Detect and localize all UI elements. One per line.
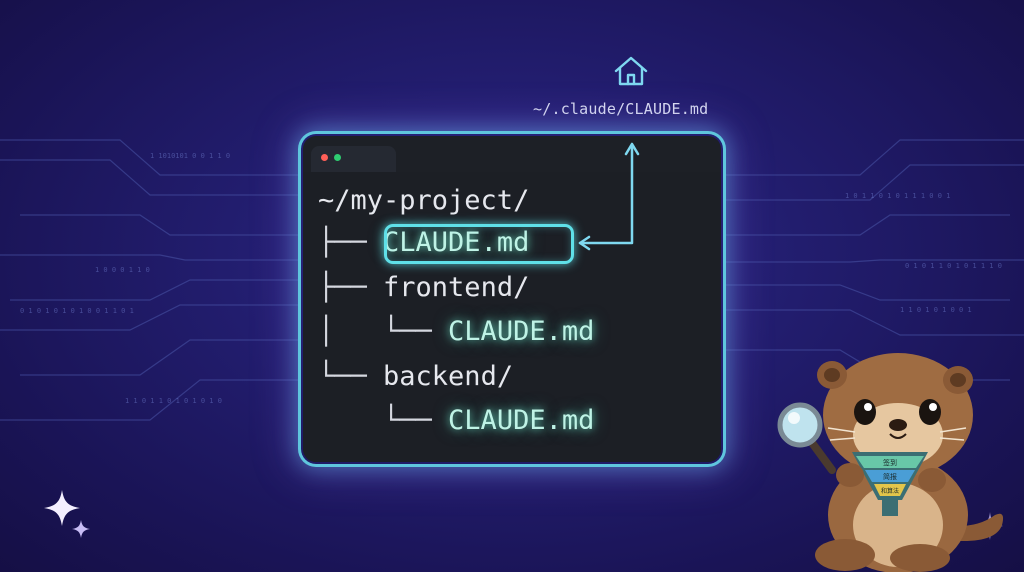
frontend-dir: frontend/	[383, 272, 530, 303]
svg-text:1 1010101 0 0 1 1 0: 1 1010101 0 0 1 1 0	[150, 152, 230, 160]
svg-text:1 1 0 1 0 1 0 0 1: 1 1 0 1 0 1 0 0 1	[900, 306, 972, 314]
tree-branch: │ └──	[318, 316, 449, 347]
tree-row: └── backend/	[318, 361, 513, 392]
home-icon	[614, 56, 648, 86]
global-claude-md-path: ~/.claude/CLAUDE.md	[533, 100, 709, 118]
terminal-window	[300, 133, 724, 465]
tree-branch: └──	[318, 361, 384, 392]
highlight-box	[384, 224, 574, 264]
sparkle-icon	[44, 490, 90, 538]
tree-branch: └──	[318, 405, 449, 436]
project-claude-md: CLAUDE.md	[383, 227, 530, 258]
root-directory: ~/my-project/	[318, 185, 530, 216]
svg-text:1 0 1 1 0 1 0 1 1 1 0 0 1: 1 0 1 1 0 1 0 1 1 1 0 0 1	[845, 192, 950, 200]
terminal-body	[303, 172, 721, 462]
terminal-tab[interactable]	[311, 146, 396, 176]
maximize-dot-icon[interactable]	[334, 154, 341, 161]
svg-text:1 1 0 1 1 0 1 0 1 0 1 0: 1 1 0 1 1 0 1 0 1 0 1 0	[125, 397, 222, 405]
close-dot-icon[interactable]	[321, 154, 328, 161]
tree-branch: ├──	[318, 272, 384, 303]
backend-dir: backend/	[383, 361, 514, 392]
frontend-claude-md: CLAUDE.md	[448, 316, 595, 347]
terminal-title-bar	[303, 136, 721, 176]
backend-claude-md: CLAUDE.md	[448, 405, 595, 436]
tree-row: └── CLAUDE.md	[318, 405, 594, 436]
funnel-label: 和算法	[881, 487, 899, 495]
tree-row: ├── frontend/	[318, 272, 529, 303]
otter-mascot-icon: 签到 简报 和算法	[777, 353, 1004, 572]
svg-text:0 1 0 1 0 1 0 1 0 0 1 1 0 1: 0 1 0 1 0 1 0 1 0 0 1 1 0 1	[20, 307, 134, 315]
svg-text:0 1 0 1 1 0 1 0 1 1 1 0: 0 1 0 1 1 0 1 0 1 1 1 0	[905, 262, 1002, 270]
tree-row: ├── CLAUDE.md	[318, 227, 529, 258]
tree-row: │ └── CLAUDE.md	[318, 316, 594, 347]
funnel-label: 简报	[883, 472, 897, 481]
tree-branch: ├──	[318, 227, 384, 258]
funnel-label: 签到	[883, 458, 897, 467]
svg-text:1 0 0 0 1 1 0: 1 0 0 0 1 1 0	[95, 266, 150, 274]
